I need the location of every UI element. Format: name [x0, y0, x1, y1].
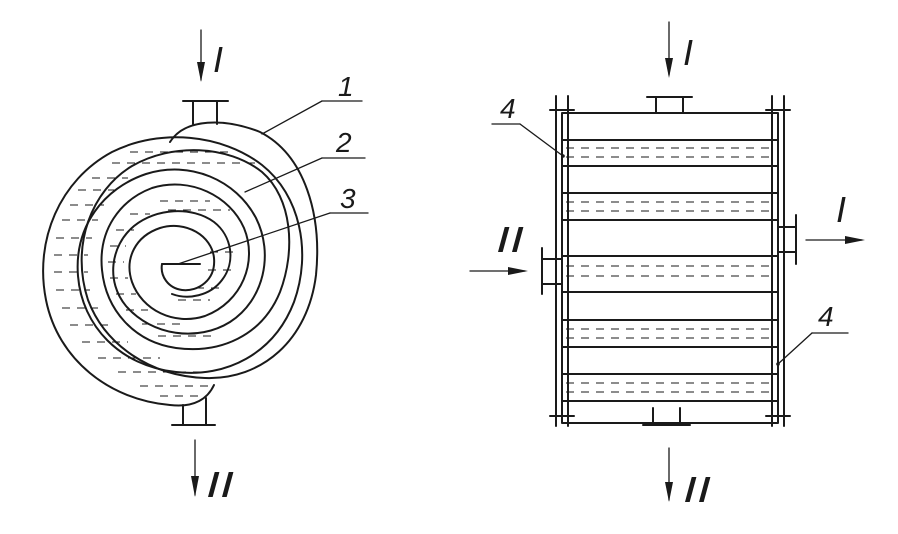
side-liquid-hatching [566, 147, 776, 393]
spiral-bottom-flow-label: II [206, 464, 234, 505]
callout-3: 3 [340, 183, 356, 214]
spiral-top-flow-label: I [213, 39, 223, 80]
outer-spiral-wall [80, 121, 319, 380]
side-left-nozzle [541, 247, 563, 295]
side-top-flow-label: I [683, 32, 693, 73]
callout-leaders [177, 100, 369, 265]
top-inlet-arrow [197, 29, 205, 82]
side-right-arrow [805, 236, 865, 244]
side-right-nozzle [777, 214, 797, 265]
side-bottom-flow-label: II [683, 469, 711, 510]
liquid-hatching [54, 151, 256, 397]
side-top-arrow [665, 21, 673, 78]
shell-body [561, 112, 779, 424]
internal-plates [561, 139, 779, 402]
callout-4-leaders [491, 123, 849, 366]
side-left-arrow [469, 267, 528, 275]
side-right-flow-label: I [836, 189, 846, 230]
side-bottom-nozzle [642, 407, 691, 426]
side-top-nozzle [646, 96, 693, 114]
callout-4-bottom: 4 [818, 301, 834, 332]
callout-4-top: 4 [500, 93, 516, 124]
callout-2: 2 [335, 127, 352, 158]
top-nozzle [182, 100, 229, 125]
side-view-heat-exchanger: I I II II 4 4 [469, 21, 865, 510]
side-left-flow-label: II [496, 219, 524, 260]
spiral-heat-exchanger: I II 1 2 3 [42, 29, 369, 505]
callout-1: 1 [338, 71, 354, 102]
side-bottom-arrow [665, 447, 673, 502]
inner-spiral-wall [42, 136, 304, 407]
bottom-nozzle [171, 397, 216, 426]
flanges [549, 95, 791, 427]
bottom-outlet-arrow [191, 439, 199, 497]
